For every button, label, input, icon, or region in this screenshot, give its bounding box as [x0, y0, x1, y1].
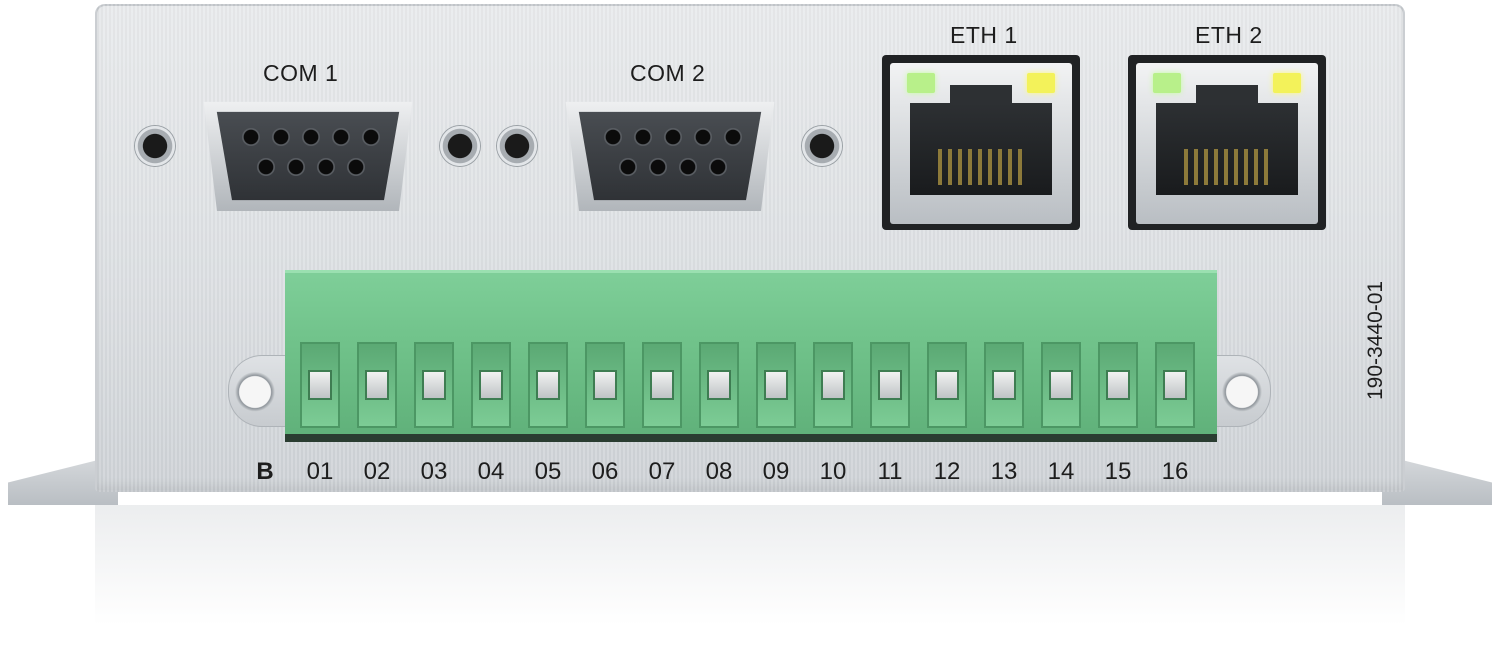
- activity-led-icon: [1273, 73, 1301, 93]
- jack-contacts: [1184, 149, 1268, 185]
- pin-hole: [347, 158, 365, 176]
- terminal-slot[interactable]: [300, 342, 340, 428]
- pin-hole: [634, 128, 652, 146]
- jack-opening: [910, 85, 1052, 195]
- com2-port-icon[interactable]: [497, 92, 842, 220]
- pin-hole: [242, 128, 260, 146]
- pin-label: 10: [819, 458, 847, 485]
- terminal-slot[interactable]: [471, 342, 511, 428]
- pin-hole: [724, 128, 742, 146]
- eth2-label: ETH 2: [1195, 22, 1263, 48]
- link-led-icon: [907, 73, 935, 93]
- screw-icon: [440, 126, 480, 166]
- activity-led-icon: [1027, 73, 1055, 93]
- pin-label: 01: [306, 458, 334, 485]
- pin-hole: [257, 158, 275, 176]
- terminal-slot[interactable]: [870, 342, 910, 428]
- pin-label: 04: [477, 458, 505, 485]
- terminal-slot[interactable]: [528, 342, 568, 428]
- pin-label: 13: [990, 458, 1018, 485]
- com1-port-icon[interactable]: [135, 92, 480, 220]
- terminal-slot[interactable]: [1155, 342, 1195, 428]
- pin-hole: [649, 158, 667, 176]
- terminal-slot[interactable]: [1098, 342, 1138, 428]
- pin-label: 12: [933, 458, 961, 485]
- pin-hole: [287, 158, 305, 176]
- pin-label: 11: [877, 458, 903, 485]
- terminal-slot[interactable]: [357, 342, 397, 428]
- pin-label: 02: [363, 458, 391, 485]
- pin-hole: [302, 128, 320, 146]
- pin-label: 05: [534, 458, 562, 485]
- terminal-slot[interactable]: [1041, 342, 1081, 428]
- bus-label: B: [256, 458, 274, 485]
- pin-label: 16: [1161, 458, 1189, 485]
- pin-hole: [679, 158, 697, 176]
- link-led-icon: [1153, 73, 1181, 93]
- com2-label: COM 2: [630, 60, 706, 86]
- eth2-port-icon[interactable]: [1128, 55, 1326, 230]
- terminal-slot[interactable]: [984, 342, 1024, 428]
- pin-hole: [604, 128, 622, 146]
- terminal-block[interactable]: [285, 270, 1217, 442]
- mount-screw-icon: [1222, 372, 1262, 412]
- connector-face: [578, 111, 762, 201]
- jack-opening: [1156, 85, 1298, 195]
- mount-screw-icon: [235, 372, 275, 412]
- terminal-slot[interactable]: [927, 342, 967, 428]
- jack-contacts: [938, 149, 1022, 185]
- pin-hole: [709, 158, 727, 176]
- floor-reflection: [95, 505, 1405, 625]
- pin-hole: [664, 128, 682, 146]
- pin-label: 08: [705, 458, 733, 485]
- pin-hole: [619, 158, 637, 176]
- pin-hole: [272, 128, 290, 146]
- part-number-label: 190-3440-01: [1364, 280, 1387, 400]
- terminal-slot[interactable]: [414, 342, 454, 428]
- screw-icon: [135, 126, 175, 166]
- terminal-slot[interactable]: [813, 342, 853, 428]
- terminal-slot[interactable]: [585, 342, 625, 428]
- pin-label: 07: [648, 458, 676, 485]
- pin-label: 09: [762, 458, 790, 485]
- eth1-port-icon[interactable]: [882, 55, 1080, 230]
- terminal-slot[interactable]: [642, 342, 682, 428]
- terminal-slot[interactable]: [699, 342, 739, 428]
- pin-hole: [362, 128, 380, 146]
- pin-label: 06: [591, 458, 619, 485]
- screw-icon: [497, 126, 537, 166]
- pin-hole: [332, 128, 350, 146]
- pin-label: 03: [420, 458, 448, 485]
- pin-hole: [694, 128, 712, 146]
- eth1-label: ETH 1: [950, 22, 1018, 48]
- com1-label: COM 1: [263, 60, 339, 86]
- pin-label: 14: [1047, 458, 1075, 485]
- connector-face: [216, 111, 400, 201]
- screw-icon: [802, 126, 842, 166]
- terminal-slot[interactable]: [756, 342, 796, 428]
- pin-hole: [317, 158, 335, 176]
- pin-label: 15: [1104, 458, 1132, 485]
